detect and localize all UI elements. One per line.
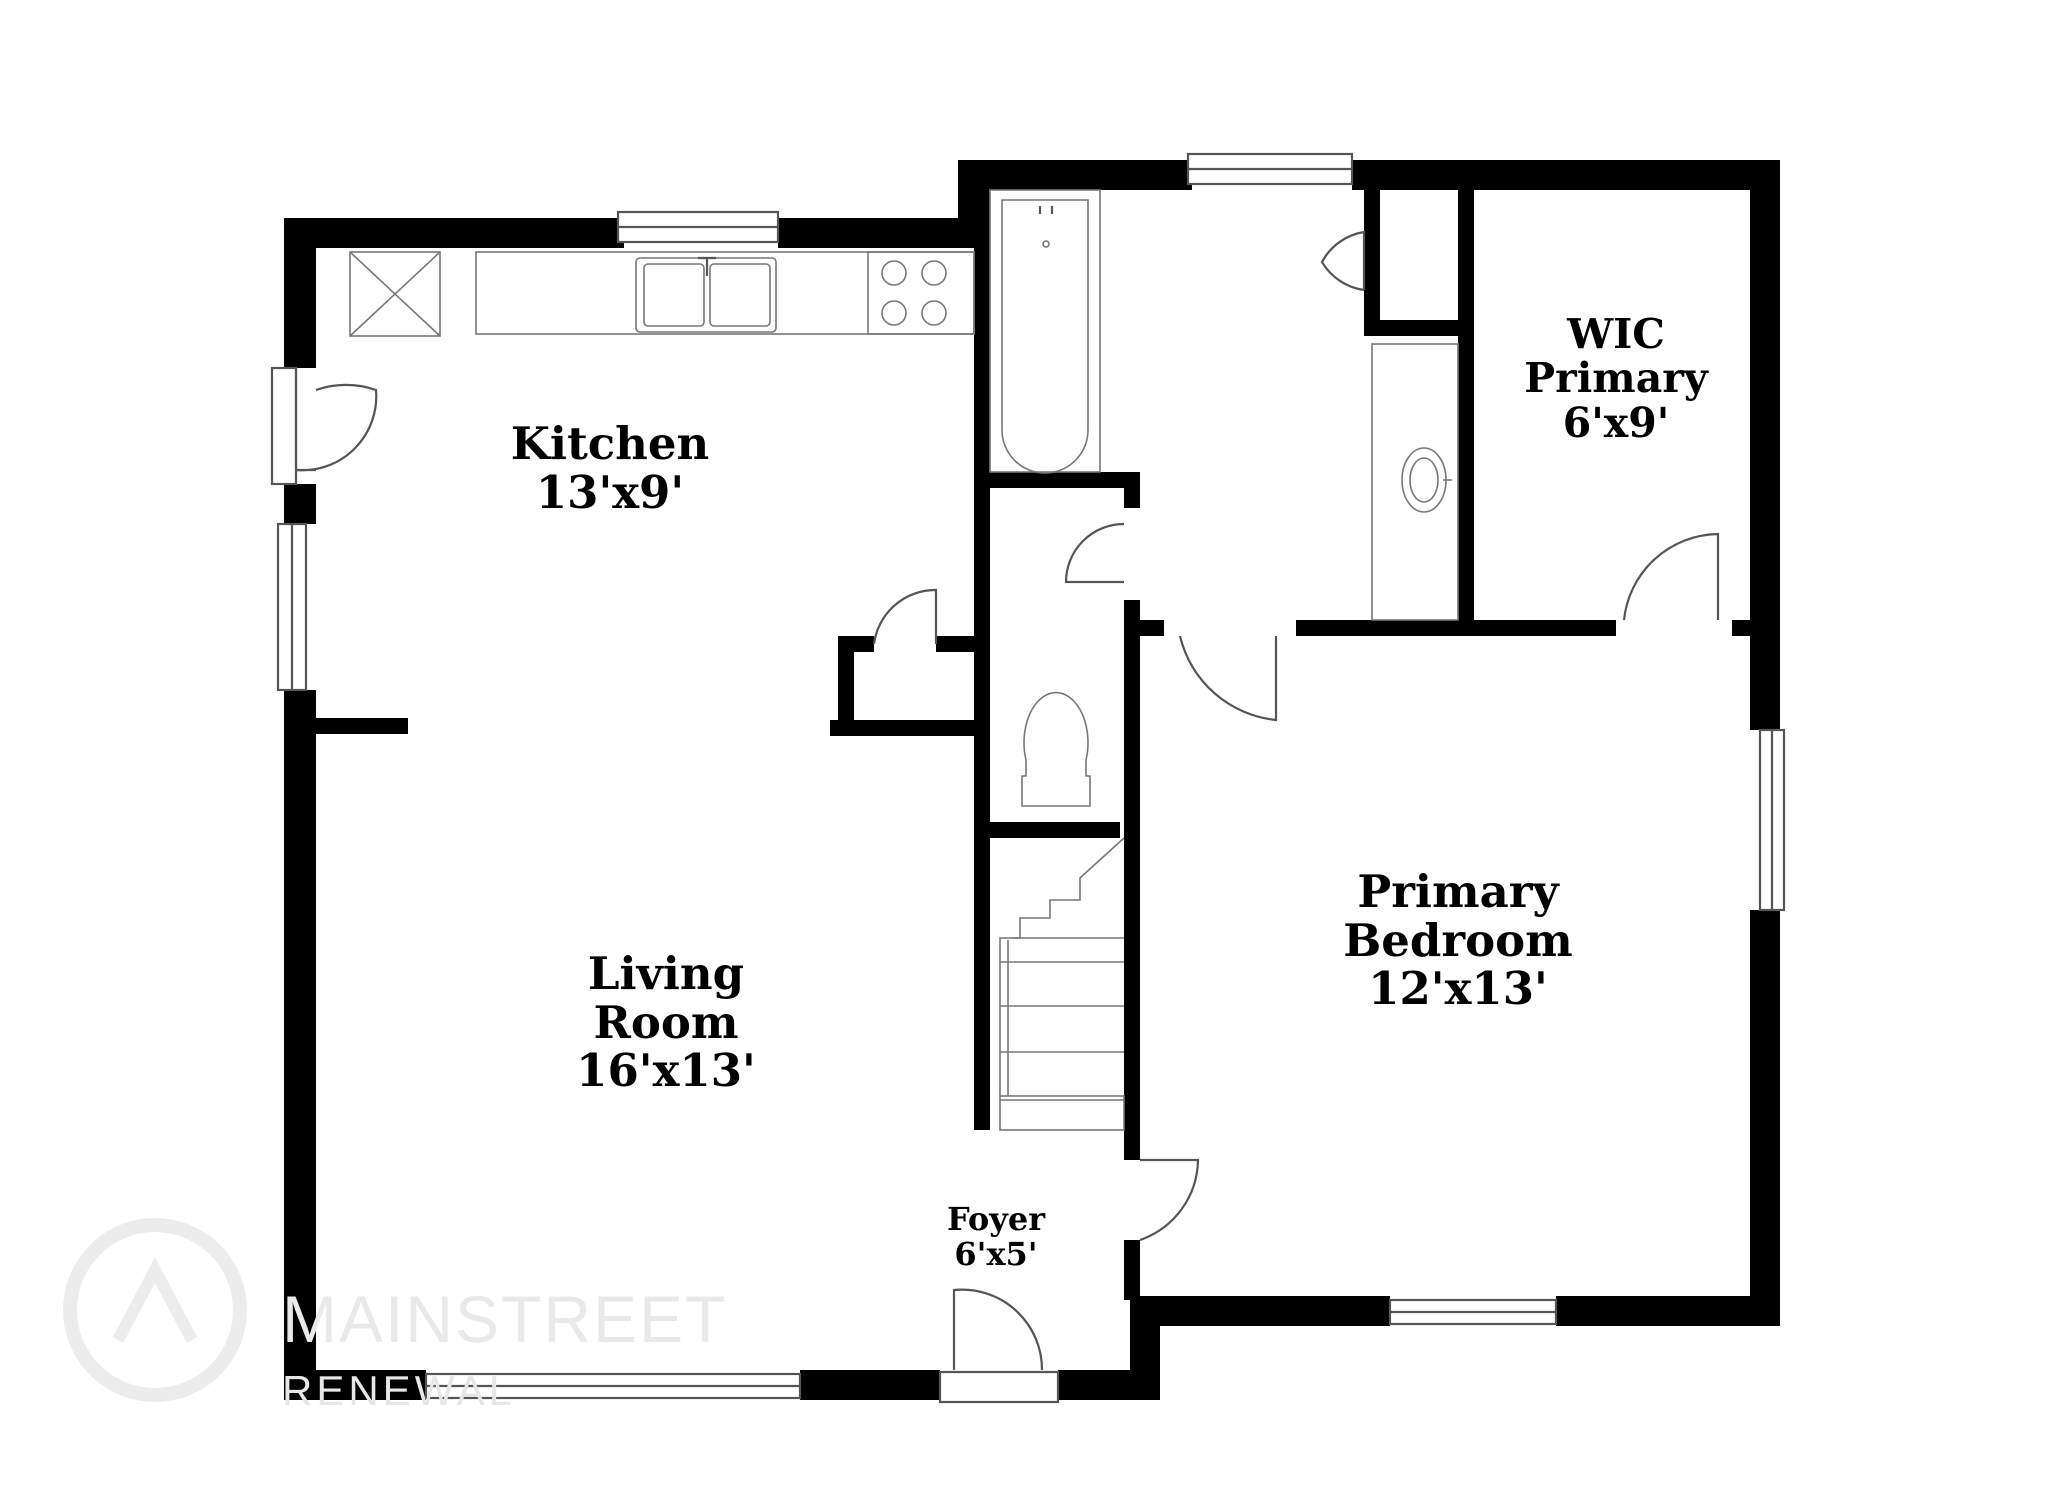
bath-fixtures xyxy=(989,189,1459,621)
kitchen-fixtures xyxy=(349,251,975,337)
primary-bedroom-label: Primary Bedroom 12'x13' xyxy=(1343,865,1573,1016)
watermark-sub: RENEWAL xyxy=(282,1367,517,1414)
living-room-size: 16'x13' xyxy=(576,1044,756,1098)
primary-bedroom-name-1: Primary xyxy=(1357,865,1559,918)
living-room-label: Living Room 16'x13' xyxy=(576,947,756,1098)
wic-name-2: Primary xyxy=(1524,354,1708,403)
wic-size: 6'x9' xyxy=(1562,398,1670,447)
wic-label: WIC Primary 6'x9' xyxy=(1524,312,1707,445)
kitchen-size: 13'x9' xyxy=(535,465,685,519)
foyer-label: Foyer 6'x5' xyxy=(947,1202,1045,1271)
watermark-logo-icon xyxy=(63,1218,247,1402)
refrigerator xyxy=(349,251,441,337)
primary-bedroom-size: 12'x13' xyxy=(1368,962,1548,1016)
living-room-name-1: Living xyxy=(587,947,745,1000)
bathtub xyxy=(989,189,1101,473)
interior-walls xyxy=(316,190,1752,1300)
wic-name-1: WIC xyxy=(1567,310,1665,358)
foyer-name: Foyer xyxy=(946,1200,1046,1238)
kitchen-label: Kitchen 13'x9' xyxy=(510,417,710,519)
foyer-size: 6'x5' xyxy=(954,1234,1038,1273)
toilet xyxy=(1021,691,1091,807)
watermark-brand: MAINSTREET xyxy=(282,1282,728,1356)
living-room-name-2: Room xyxy=(593,995,739,1049)
kitchen-name: Kitchen xyxy=(510,417,710,470)
vanity xyxy=(1371,343,1459,621)
staircase xyxy=(999,837,1125,1131)
doors xyxy=(270,230,1720,1404)
windows xyxy=(276,152,1786,1400)
range xyxy=(867,251,975,335)
exterior-walls xyxy=(284,160,1780,1400)
primary-bedroom-name-2: Bedroom xyxy=(1343,913,1573,967)
